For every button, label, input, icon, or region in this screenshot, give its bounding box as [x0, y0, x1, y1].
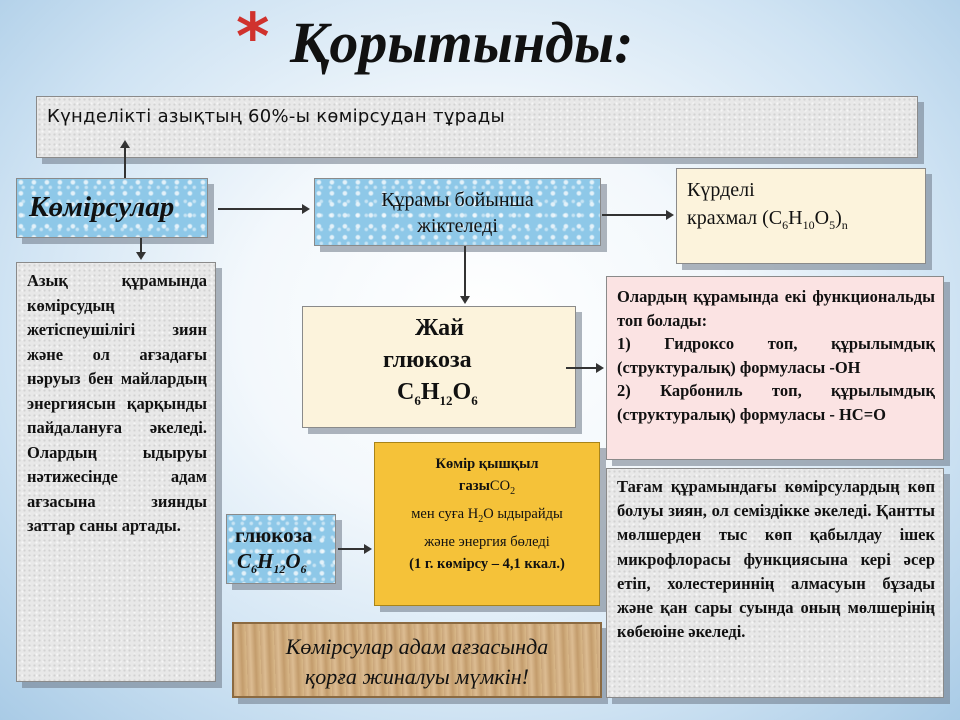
starch-o: O [814, 207, 830, 229]
co2-gas: газы [458, 478, 490, 494]
slide-title: Қорытынды: [290, 10, 634, 75]
arrow-to-complex [602, 210, 674, 220]
glucose-small-box: глюкоза C6H12O6 [226, 514, 336, 584]
deficiency-box: Азық құрамында көмірсудың жетіспеушілігі… [16, 262, 216, 682]
arrow-to-co2 [338, 544, 372, 554]
arrow-to-daily-intake [120, 140, 130, 178]
arrow-to-deficiency [136, 238, 146, 260]
co2-formula: CO [489, 478, 511, 494]
fat-storage-box: Көмірсулар адам ағзасында қорға жиналуы … [232, 622, 602, 698]
glucose-c-sub: 6 [414, 392, 421, 408]
glucose-h-sub: 12 [439, 392, 453, 408]
small-c-sub: 6 [251, 562, 258, 577]
classification-box: Құрамы бойынша жіктеледі [314, 178, 601, 246]
co2-line4: және энергия бөледі [424, 533, 550, 550]
starch-sub-o: 5 [829, 218, 836, 232]
functional-intro: Олардың құрамында екі функциональды топ … [617, 287, 935, 330]
carbohydrates-label: Көмірсулар [29, 191, 175, 223]
excess-harm-box: Тағам құрамындағы көмірсулардың көп болу… [606, 468, 944, 698]
functional-groups-text: Олардың құрамында екі функциональды топ … [617, 285, 935, 427]
co2-line1: Көмір қышқыл [435, 456, 539, 472]
carbonyl-group: 2) Карбониль топ, құрылымдық (структурал… [617, 381, 935, 424]
glucose-c: C [397, 379, 415, 405]
glucose-small-word: глюкоза [235, 523, 313, 547]
daily-intake-text: Күнделікті азықтың 60%-ы көмірсудан тұра… [47, 106, 505, 127]
co2-box: Көмір қышқыл газыCO2 мен суға H2O ыдырай… [374, 442, 600, 606]
simple-glucose-label: глюкоза [383, 347, 472, 373]
functional-groups-box: Олардың құрамында екі функциональды топ … [606, 276, 944, 460]
co2-line5: (1 г. көмірсу – 4,1 ккал.) [409, 555, 565, 572]
starch-h: H [788, 207, 803, 229]
small-h-sub: 12 [273, 562, 286, 577]
starch-text: крахмал (C [687, 207, 783, 229]
arrow-to-functional-groups [566, 363, 604, 373]
co2-content: Көмір қышқыл газыCO2 мен суға H2O ыдырай… [379, 453, 595, 575]
water-sub: 2 [478, 513, 484, 525]
complex-carbohydrate-box: Күрделі крахмал (C6H10O5)n [676, 168, 926, 264]
starch-sub-n: n [841, 218, 848, 232]
daily-intake-box: Күнделікті азықтың 60%-ы көмірсудан тұра… [36, 96, 918, 158]
small-o: O [285, 549, 301, 573]
arrow-to-simple [460, 246, 470, 304]
starch-sub-c: 6 [782, 218, 789, 232]
classification-line1: Құрамы бойынша [381, 189, 534, 211]
deficiency-text: Азық құрамында көмірсудың жетіспеушілігі… [27, 271, 207, 535]
hydroxo-group: 1) Гидроксо топ, құрылымдық (структуралы… [617, 334, 935, 377]
starch-paren: ) [835, 207, 842, 229]
small-o-sub: 6 [300, 562, 307, 577]
co2-sub: 2 [510, 485, 516, 497]
fat-storage-line1: Көмірсулар адам ағзасында [285, 634, 549, 659]
glucose-o-sub: 6 [471, 392, 478, 408]
water-suffix: O ыдырайды [483, 505, 563, 522]
small-c: C [237, 549, 252, 573]
glucose-formula: C6H12O6 [397, 379, 478, 409]
starch-sub-h: 10 [802, 218, 815, 232]
complex-label: Күрделі [687, 179, 755, 201]
starch-formula: крахмал (C6H10O5)n [687, 207, 848, 233]
simple-label: Жай [415, 315, 464, 341]
water-text: мен суға H [411, 505, 479, 522]
glucose-o: O [452, 379, 472, 405]
carbohydrates-box: Көмірсулар [16, 178, 208, 238]
glucose-small-formula: C6H12O6 [237, 549, 307, 577]
fat-storage-line2: қорға жиналуы мүмкін! [305, 664, 529, 689]
co2-line3: мен суға H2O ыдырайды [379, 503, 595, 531]
small-h: H [257, 549, 274, 573]
glucose-h: H [420, 379, 440, 405]
excess-harm-text: Тағам құрамындағы көмірсулардың көп болу… [617, 477, 935, 642]
arrow-to-classification [218, 204, 310, 214]
simple-carbohydrate-box: Жай глюкоза C6H12O6 [302, 306, 576, 428]
co2-line2: газыCO2 [379, 475, 595, 503]
slide-title-star: * [236, 1, 270, 75]
classification-line2: жіктеледі [417, 215, 498, 237]
